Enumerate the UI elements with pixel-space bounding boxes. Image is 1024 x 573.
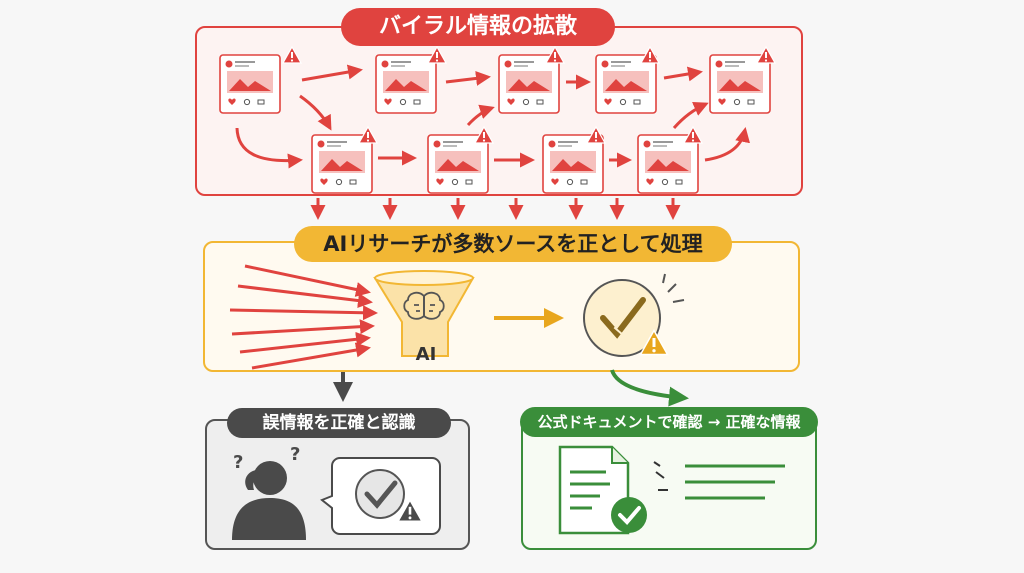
post-card [595, 54, 657, 114]
post-card [427, 134, 489, 194]
brain-icon [403, 291, 445, 320]
viral-title: バイラル情報の拡散 [341, 8, 615, 46]
verified-text-lines [685, 464, 785, 500]
ai-research-panel [203, 241, 800, 372]
post-card [709, 54, 771, 114]
viral-post-cards [219, 54, 771, 194]
broken-check-icon [583, 279, 661, 357]
spread-arrows [235, 64, 750, 169]
post-card [498, 54, 560, 114]
verification-title: 公式ドキュメントで確認 → 正確な情報 [520, 407, 818, 437]
post-card [311, 134, 373, 194]
down-arrows [310, 198, 681, 220]
confused-person-icon [232, 461, 306, 540]
funnel-label: AI [416, 344, 437, 365]
warning-icon [282, 46, 302, 64]
check-icon [611, 497, 647, 533]
speech-bubble [320, 457, 441, 535]
warning-icon [639, 328, 669, 356]
ai-research-title: AIリサーチが多数ソースを正として処理 [294, 226, 732, 262]
post-card [219, 54, 281, 114]
input-source-arrows [229, 264, 378, 370]
post-card [542, 134, 604, 194]
alert-lines [653, 461, 668, 491]
post-card [637, 134, 699, 194]
post-card [375, 54, 437, 114]
svg-text:?: ? [290, 444, 300, 465]
warning-icon [397, 498, 423, 522]
misinformation-title: 誤情報を正確と認識 [227, 408, 451, 438]
document-icon [558, 445, 647, 535]
alert-lines [662, 273, 685, 303]
question-icon: ? ? [233, 444, 300, 473]
arrow-verification [610, 369, 689, 407]
svg-text:?: ? [233, 452, 243, 473]
